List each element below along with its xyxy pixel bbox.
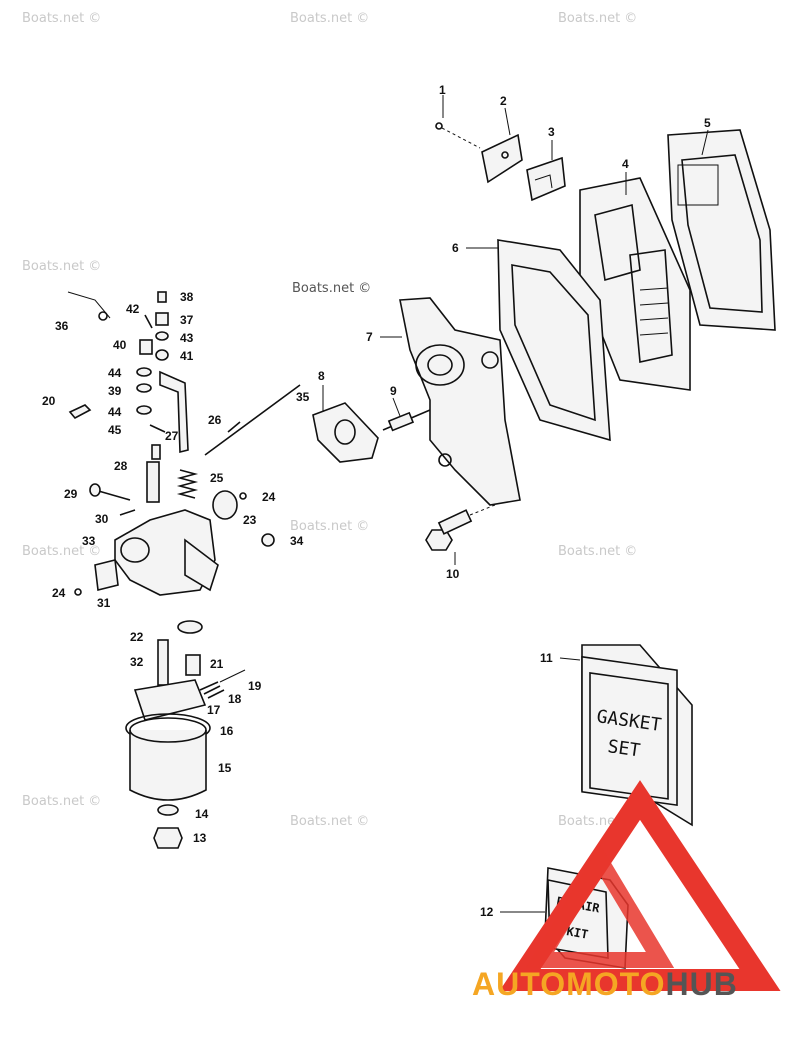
callout-43: 43 [180, 331, 194, 345]
callout-32: 32 [130, 655, 144, 669]
part-10-bolt [425, 504, 496, 565]
callout-8: 8 [318, 369, 325, 383]
callout-38: 38 [180, 290, 194, 304]
callout-15: 15 [218, 761, 232, 775]
callout-10: 10 [446, 567, 460, 581]
callout-33: 33 [82, 534, 96, 548]
watermark: Boats.net © [558, 544, 637, 559]
callout-34: 34 [290, 534, 304, 548]
callout-39: 39 [108, 384, 122, 398]
carburetor-assembly [67, 291, 301, 849]
callout-29: 29 [64, 487, 78, 501]
part-5-gasket [667, 129, 776, 331]
callout-45: 45 [108, 423, 122, 437]
callout-labels: 1 2 3 4 5 6 7 8 9 10 11 12 13 14 15 16 1… [42, 83, 711, 919]
svg-text:AUTOMOTOHUB: AUTOMOTOHUB [472, 966, 738, 1002]
watermark: Boats.net © [22, 794, 101, 809]
callout-40: 40 [113, 338, 127, 352]
callout-42: 42 [126, 302, 140, 316]
part-7-intake-manifold [380, 297, 521, 506]
watermark: Boats.net © [290, 814, 369, 829]
part-3-reed [526, 140, 566, 202]
callout-24b: 24 [52, 586, 66, 600]
callout-4: 4 [622, 157, 629, 171]
callout-12: 12 [480, 905, 494, 919]
callout-18: 18 [228, 692, 242, 706]
callout-23: 23 [243, 513, 257, 527]
callout-27: 27 [165, 429, 179, 443]
callout-44: 44 [108, 366, 122, 380]
callout-5: 5 [704, 116, 711, 130]
watermark: Boats.net © [22, 544, 101, 559]
callout-11: 11 [540, 651, 553, 665]
callout-36: 36 [55, 319, 69, 333]
callout-1: 1 [439, 83, 446, 97]
callout-22: 22 [130, 630, 144, 644]
callout-16: 16 [220, 724, 234, 738]
callout-6: 6 [452, 241, 459, 255]
part-8-gasket [312, 385, 379, 463]
callout-28: 28 [114, 459, 128, 473]
watermark: Boats.net © [290, 11, 369, 26]
callout-41: 41 [180, 349, 194, 363]
logo-text-automoto: AUTOMOTO [472, 966, 665, 1002]
part-9-stud [382, 397, 431, 432]
callout-19: 19 [248, 679, 262, 693]
callout-37: 37 [180, 313, 194, 327]
part-1-screw [435, 95, 481, 149]
callout-25: 25 [210, 471, 224, 485]
callout-21: 21 [210, 657, 224, 671]
callout-3: 3 [548, 125, 555, 139]
logo-inner-triangle-icon [525, 844, 675, 968]
callout-2: 2 [500, 94, 507, 108]
callout-35: 35 [296, 390, 310, 404]
callout-9: 9 [390, 384, 397, 398]
watermark: Boats.net © [22, 259, 101, 274]
callout-20: 20 [42, 394, 56, 408]
watermark: Boats.net © [22, 11, 101, 26]
part-2-reed-stop [481, 107, 523, 184]
callout-30: 30 [95, 512, 109, 526]
callout-13: 13 [193, 831, 207, 845]
callout-17: 17 [207, 703, 221, 717]
callout-24: 24 [262, 490, 276, 504]
watermark: Boats.net © [558, 11, 637, 26]
callout-26: 26 [208, 413, 222, 427]
part-11-gasket-set-box: GASKET SET [559, 644, 693, 827]
callout-7: 7 [366, 330, 373, 344]
callout-14: 14 [195, 807, 209, 821]
watermark: Boats.net © [292, 281, 371, 296]
gasket-set-label-line2: SET [606, 736, 641, 761]
part-6-gasket [466, 239, 611, 442]
callout-44b: 44 [108, 405, 122, 419]
logo-text-hub: HUB [665, 966, 737, 1002]
callout-31: 31 [97, 596, 111, 610]
automotohub-logo: AUTOMOTOHUB [472, 780, 781, 1002]
watermark: Boats.net © [290, 519, 369, 534]
repair-kit-label-line2: KIT [565, 924, 589, 942]
